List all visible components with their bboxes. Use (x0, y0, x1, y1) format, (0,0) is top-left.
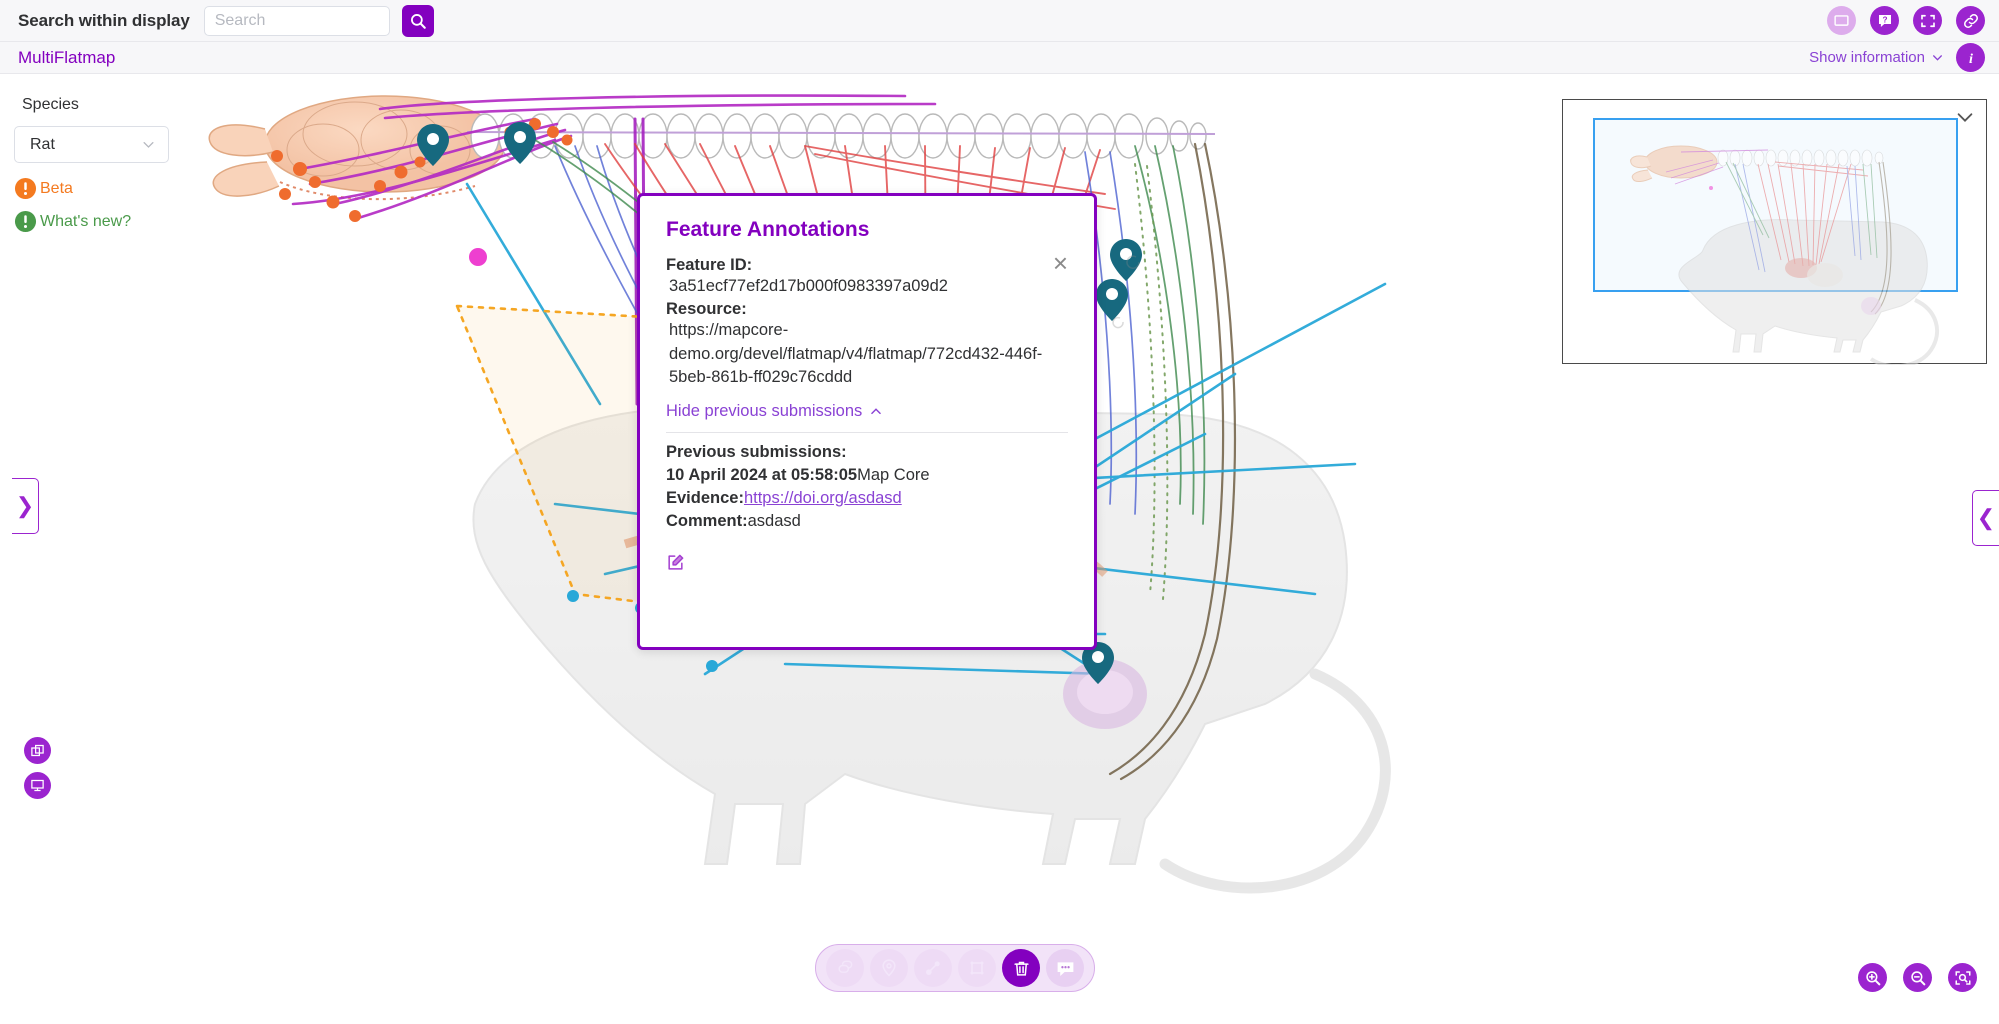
polygon-tool-icon[interactable] (958, 949, 996, 987)
whats-new-label: What's new? (40, 212, 132, 230)
help-icon[interactable]: ? (1870, 6, 1899, 35)
zoom-control-group (1858, 963, 1977, 992)
evidence-row: Evidence:https://doi.org/asdasd (666, 487, 1068, 510)
feature-id-label: Feature ID: (666, 256, 753, 274)
resource-value: https://mapcore-demo.org/devel/flatmap/v… (669, 321, 1043, 387)
brain-graphic (208, 95, 506, 201)
feature-id-value: 3a51ecf77ef2d17b000f0983397a09d2 (669, 277, 948, 295)
show-info-group: Show information i (1809, 43, 1985, 72)
resource-label: Resource: (666, 300, 747, 319)
species-select[interactable]: Rat (14, 126, 169, 163)
layers-icon[interactable] (24, 737, 51, 764)
search-bar: Search within display ? (0, 0, 1999, 42)
sidebar-expand-tab-left[interactable]: ❯ (12, 478, 39, 534)
popup-title: Feature Annotations (666, 218, 870, 241)
chevron-down-icon (1933, 55, 1942, 61)
zoom-in-icon[interactable] (1858, 963, 1887, 992)
page-title[interactable]: MultiFlatmap (18, 47, 116, 67)
evidence-label: Evidence: (666, 488, 744, 507)
chevron-down-icon[interactable] (1954, 106, 1976, 128)
monitor-icon[interactable] (24, 772, 51, 799)
comment-label: Comment: (666, 511, 748, 530)
minimap-panel[interactable] (1562, 99, 1987, 365)
search-input[interactable] (203, 5, 390, 36)
search-label: Search within display (18, 10, 190, 30)
svg-text:?: ? (1882, 15, 1887, 24)
species-label: Species (22, 96, 79, 113)
species-selected-value: Rat (30, 135, 55, 153)
submission-date: 10 April 2024 at 05:58:05 (666, 465, 858, 484)
beta-badge[interactable]: Beta (14, 177, 205, 200)
title-bar: MultiFlatmap Show information i (0, 42, 1999, 74)
line-tool-icon[interactable] (914, 949, 952, 987)
svg-text:i: i (1969, 51, 1973, 67)
feature-annotations-popup[interactable]: Feature Annotations × Feature ID: 3a51ec… (637, 193, 1097, 650)
zoom-fit-icon[interactable] (1948, 963, 1977, 992)
chevron-up-icon (871, 408, 882, 415)
sidebar-expand-tab-right[interactable]: ❮ (1972, 490, 1999, 546)
annotation-toolbar (815, 944, 1095, 992)
toggle-previous-submissions-label: Hide previous submissions (666, 401, 863, 420)
marker-pin-icon[interactable] (870, 949, 908, 987)
edit-square-icon[interactable] (666, 553, 685, 572)
exclamation-circle-icon (14, 177, 37, 200)
left-sidebar: Species Rat Beta What's new? (0, 74, 205, 1024)
fullscreen-icon[interactable] (1913, 6, 1942, 35)
show-information-label: Show information (1809, 49, 1925, 66)
link-icon[interactable] (1956, 6, 1985, 35)
popup-content: Feature Annotations × Feature ID: 3a51ec… (640, 196, 1094, 647)
show-information-toggle[interactable]: Show information (1809, 49, 1944, 66)
top-icon-group: ? (1827, 6, 1985, 35)
delete-icon[interactable] (1002, 949, 1040, 987)
minimap-viewport-rect[interactable] (1593, 118, 1958, 292)
close-icon[interactable]: × (1052, 248, 1068, 278)
previous-submissions-title: Previous submissions: (666, 442, 847, 461)
submission-entry: 10 April 2024 at 05:58:05Map Core (666, 464, 1068, 487)
chevron-down-icon (143, 142, 154, 148)
bottom-left-button-group (24, 737, 51, 799)
toggle-previous-submissions[interactable]: Hide previous submissions (666, 402, 1068, 421)
comment-value: asdasd (747, 511, 801, 530)
spinal-cord-graphic (466, 113, 1216, 159)
zoom-out-icon[interactable] (1903, 963, 1932, 992)
connectivity-icon[interactable] (826, 949, 864, 987)
search-icon (410, 13, 426, 29)
submission-author: Map Core (857, 465, 930, 484)
info-icon[interactable]: i (1956, 43, 1985, 72)
window-icon[interactable] (1827, 6, 1856, 35)
evidence-link[interactable]: https://doi.org/asdasd (743, 488, 902, 507)
popup-divider (666, 431, 1068, 433)
comment-row: Comment:asdasd (666, 510, 1068, 533)
exclamation-circle-icon (14, 210, 37, 233)
brain-nuclei-dots (271, 118, 573, 222)
comment-icon[interactable] (1046, 949, 1084, 987)
whats-new-badge[interactable]: What's new? (14, 210, 205, 233)
search-button[interactable] (401, 4, 434, 37)
beta-badge-label: Beta (40, 179, 73, 197)
